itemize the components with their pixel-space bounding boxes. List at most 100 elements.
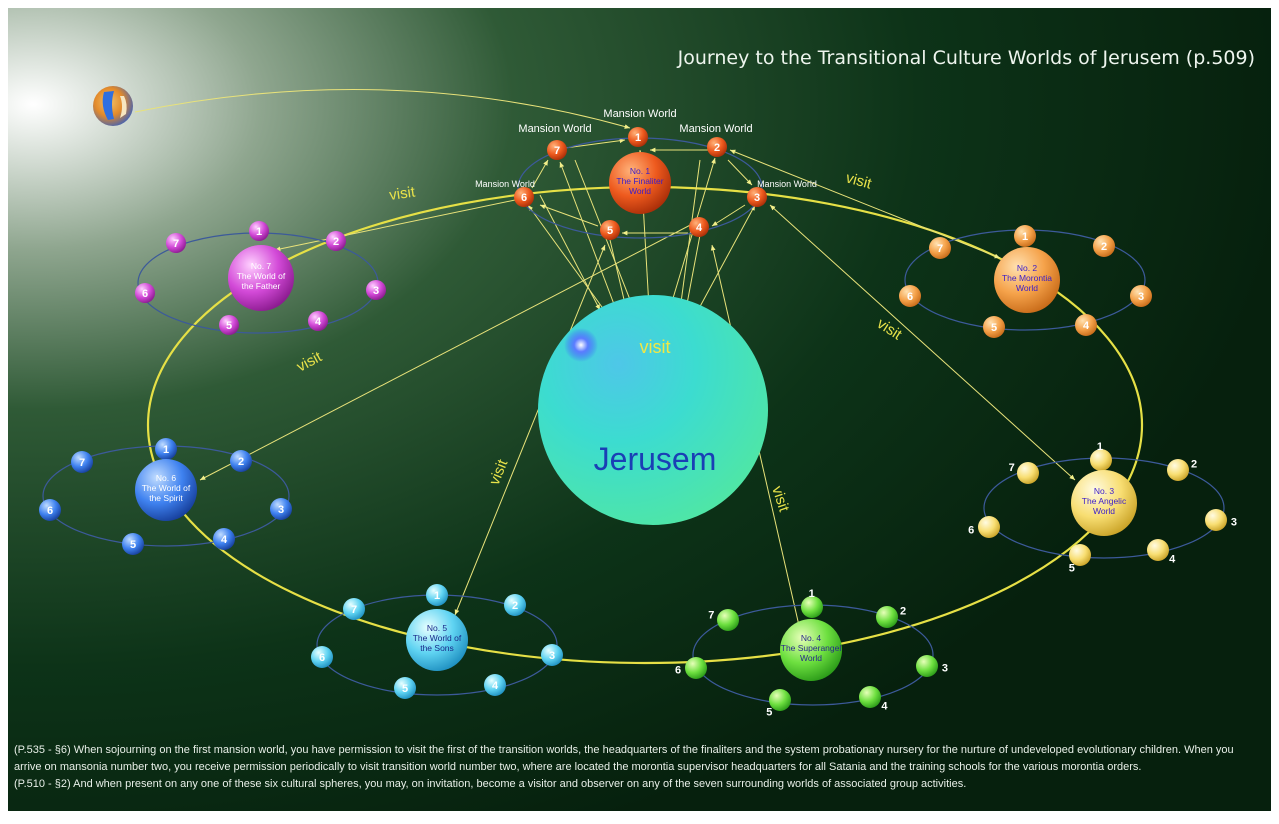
satellite-number: 4 xyxy=(492,680,499,692)
world-name-line: World xyxy=(1093,506,1115,516)
satellite-number: 3 xyxy=(549,650,555,662)
caption-paragraph-1: (P.535 - §6) When sojourning on the firs… xyxy=(14,744,1234,773)
satellite-number: 4 xyxy=(1083,320,1090,332)
satellite-world-2: 2 xyxy=(707,137,727,157)
satellite-world-7: 7 xyxy=(929,237,951,259)
world-name-line: The World of xyxy=(237,271,286,281)
satellite-number: 3 xyxy=(278,504,284,516)
satellite-number: 6 xyxy=(907,291,913,303)
satellite-number: 2 xyxy=(512,600,518,612)
satellite-number: 7 xyxy=(79,457,85,469)
satellite-world-7: 7 xyxy=(343,598,365,620)
satellite-number: 6 xyxy=(675,665,681,677)
satellite-world-6: 6 xyxy=(899,285,921,307)
satellite-world-3: 3 xyxy=(1130,285,1152,307)
sphere-highlight xyxy=(564,328,598,362)
world-name-line: The World of xyxy=(413,633,462,643)
arrow-w3 xyxy=(769,204,1076,481)
satellite-number: 6 xyxy=(319,652,325,664)
satellite-number: 5 xyxy=(226,320,232,332)
satellite-world-2: 2 xyxy=(230,450,252,472)
satellite-number: 7 xyxy=(351,604,357,616)
satellite-number: 5 xyxy=(1069,562,1075,574)
satellite-world-1: 1 xyxy=(801,588,823,618)
satellite-number: 6 xyxy=(142,288,148,300)
satellite-world-3: 3 xyxy=(270,498,292,520)
satellite-number: 2 xyxy=(1101,241,1107,253)
jerusem-label: Jerusem xyxy=(594,441,717,477)
satellite-world-7: 7 xyxy=(166,233,186,253)
satellite-number: 1 xyxy=(635,132,641,144)
satellite-number: 1 xyxy=(1097,441,1103,453)
satellite-world-5: 5 xyxy=(219,315,239,335)
satellite-number: 3 xyxy=(373,285,379,297)
satellite-world-4: 4 xyxy=(308,311,328,331)
satellite-world-4: 4 xyxy=(859,686,888,712)
diagram-title: Journey to the Transitional Culture Worl… xyxy=(677,47,1255,69)
satellite-world-2: 2 xyxy=(876,606,906,628)
satellite-number: 6 xyxy=(968,524,974,536)
satellite-world-5: 5 xyxy=(1069,544,1091,574)
satellite-world-3: 3 xyxy=(366,280,386,300)
satellite-world-2: 2 xyxy=(1093,235,1115,257)
satellite-number: 1 xyxy=(809,588,815,600)
world-name-line: World xyxy=(629,186,651,196)
satellite-world-5: 5 xyxy=(122,533,144,555)
satellite-world-2: 2 xyxy=(1167,459,1197,481)
satellite-world-1: 1 xyxy=(1014,225,1036,247)
satellite-world-1: 1 xyxy=(628,127,648,147)
satellite-world-4: 4 xyxy=(1075,314,1097,336)
world-name-line: World xyxy=(800,653,822,663)
satellite-world-1: 1 xyxy=(426,584,448,606)
satellite-number: 7 xyxy=(708,610,714,622)
satellite-world-6: 6 xyxy=(968,516,1000,538)
satellite-number: 4 xyxy=(315,316,322,328)
satellite-world-6: 6 xyxy=(514,187,534,207)
satellite-number: 4 xyxy=(1169,554,1176,566)
satellite-world-4: 4 xyxy=(484,674,506,696)
world-name-line: The Finaliter xyxy=(616,176,663,186)
world-name-line: the Father xyxy=(242,281,281,291)
satellite-world-4: 4 xyxy=(1147,539,1176,566)
world-name-line: No. 6 xyxy=(156,473,177,483)
satellite-world-2: 2 xyxy=(326,231,346,251)
satellite-world-3: 3 xyxy=(1205,509,1237,531)
world-name-line: No. 7 xyxy=(251,261,272,271)
satellite-world-3: 3 xyxy=(916,655,948,677)
satellite-world-3: 3 xyxy=(747,187,767,207)
satellite-world-4: 4 xyxy=(213,528,235,550)
satellite-world-1: 1 xyxy=(1090,441,1112,471)
satellite-number: 2 xyxy=(1191,459,1197,471)
world-name-line: The Morontia xyxy=(1002,273,1052,283)
satellite-number: 7 xyxy=(554,145,560,157)
satellite-world-4: 4 xyxy=(689,217,709,237)
satellite-world-5: 5 xyxy=(766,689,791,718)
satellite-world-7: 7 xyxy=(71,451,93,473)
satellite-number: 5 xyxy=(402,683,408,695)
satellite-number: 2 xyxy=(238,456,244,468)
satellite-world-5: 5 xyxy=(394,677,416,699)
satellite-world-6: 6 xyxy=(135,283,155,303)
satellite-number: 5 xyxy=(991,322,997,334)
world-name-line: the Spirit xyxy=(149,493,183,503)
satellite-number: 4 xyxy=(221,534,228,546)
satellite-number: 1 xyxy=(163,444,169,456)
satellite-number: 7 xyxy=(1009,462,1015,474)
earth-globe xyxy=(93,86,133,126)
world-name-line: The World of xyxy=(142,483,191,493)
satellite-number: 1 xyxy=(256,226,262,238)
caption: (P.535 - §6) When sojourning on the firs… xyxy=(14,742,1264,793)
